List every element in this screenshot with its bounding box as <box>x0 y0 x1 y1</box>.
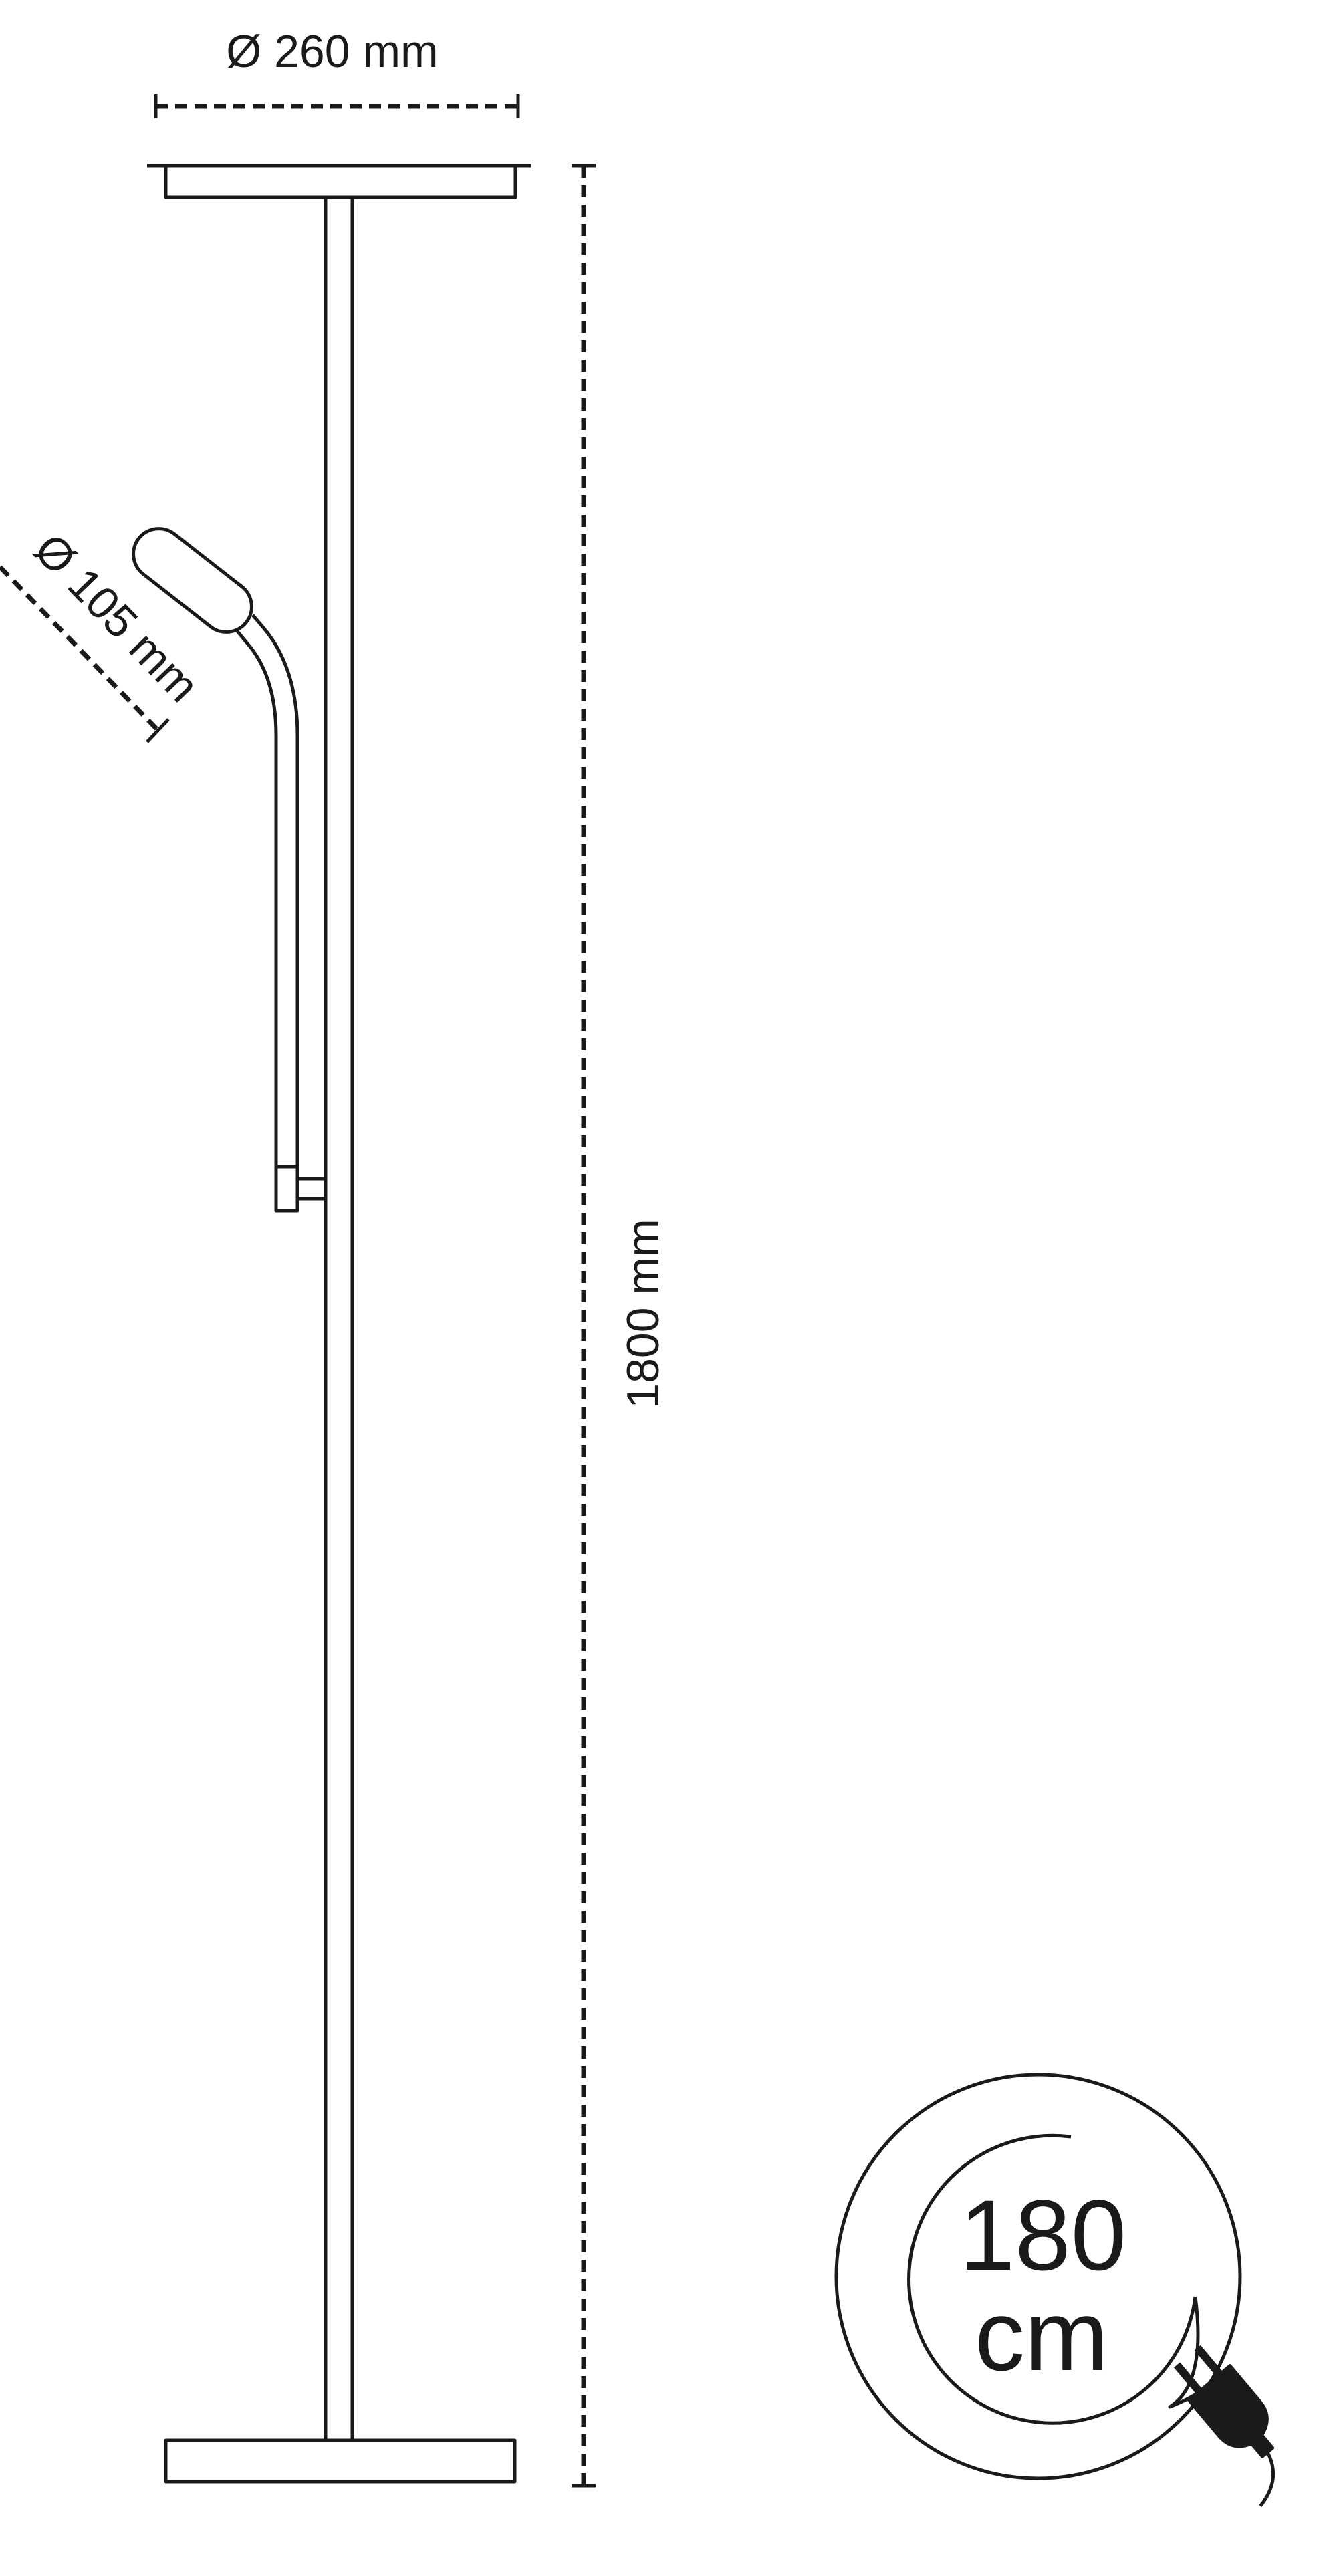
top-diameter-label: Ø 260 mm <box>226 26 438 77</box>
height-dimension-line <box>572 164 596 2488</box>
top-diameter-dimension-line <box>154 94 520 118</box>
gooseneck <box>233 614 299 1173</box>
reading-head <box>132 527 253 634</box>
cable-length-unit: cm <box>975 2279 1108 2391</box>
reading-head-dimension-line <box>0 565 170 743</box>
reading-arm <box>233 614 328 1213</box>
plug-icon <box>1173 2345 1275 2508</box>
uplighter-shade <box>147 164 531 199</box>
cable-length-value: 180 <box>959 2179 1126 2291</box>
arm-connector <box>274 1165 299 1213</box>
main-pole <box>324 195 354 2442</box>
height-label: 1800 mm <box>618 1219 668 1408</box>
lamp-base <box>164 2438 517 2484</box>
